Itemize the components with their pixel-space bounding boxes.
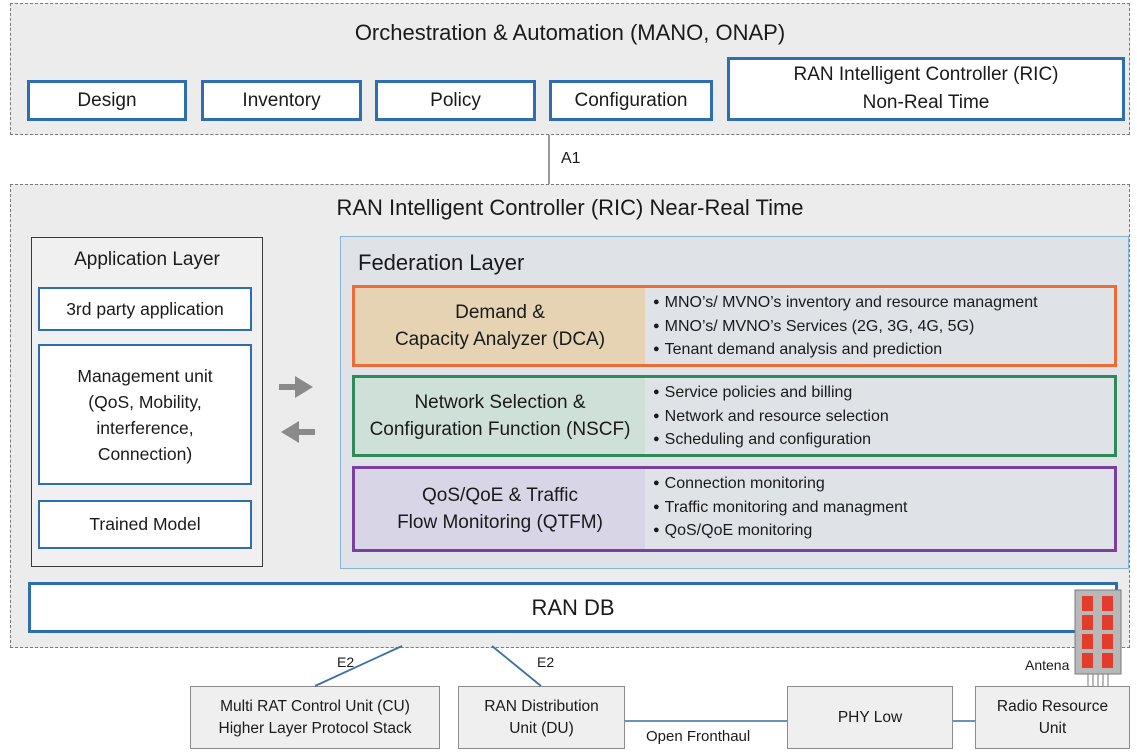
- near-rt-ric-title: RAN Intelligent Controller (RIC) Near-Re…: [336, 195, 804, 220]
- antenna-icon: [1074, 589, 1122, 686]
- a1-interface-label: A1: [561, 150, 581, 167]
- federation-layer-title: Federation Layer: [358, 250, 525, 275]
- e2-du-label: E2: [537, 654, 555, 670]
- ric-non-rt-line1: RAN Intelligent Controller (RIC): [793, 64, 1059, 85]
- trained-model-box: Trained Model: [38, 500, 252, 549]
- nscf-item: Service policies and billing: [653, 382, 1106, 406]
- nscf-name-line2: Configuration Function (NSCF): [369, 419, 631, 440]
- management-unit-line2: (QoS, Mobility,: [88, 391, 202, 412]
- qtfm-name-line1: QoS/QoE & Traffic: [422, 485, 578, 506]
- orchestration-title: Orchestration & Automation (MANO, ONAP): [354, 20, 786, 45]
- arrow-left-icon: [281, 421, 315, 443]
- cu-box: Multi RAT Control Unit (CU) Higher Layer…: [190, 686, 440, 749]
- cu-line2: Higher Layer Protocol Stack: [218, 719, 412, 737]
- design-box: Design: [27, 80, 187, 121]
- du-line2: Unit (DU): [509, 719, 574, 737]
- dca-name-line2: Capacity Analyzer (DCA): [394, 329, 606, 350]
- e2-cu-label: E2: [337, 654, 355, 670]
- open-fronthaul-label: Open Fronthaul: [646, 728, 751, 745]
- inventory-box: Inventory: [201, 80, 362, 121]
- ric-non-rt-box: RAN Intelligent Controller (RIC) Non-Rea…: [727, 57, 1125, 121]
- management-unit-line3: interference,: [96, 417, 194, 438]
- nscf-item: Scheduling and configuration: [653, 429, 1106, 453]
- dca-function: Demand & Capacity Analyzer (DCA) MNO’s/ …: [352, 285, 1117, 367]
- qtfm-item: Traffic monitoring and managment: [653, 497, 1106, 521]
- qtfm-item: QoS/QoE monitoring: [653, 520, 1106, 544]
- qtfm-name-line2: Flow Monitoring (QTFM): [397, 512, 603, 533]
- dca-item: MNO’s/ MVNO’s inventory and resource man…: [653, 292, 1106, 316]
- qtfm-function: QoS/QoE & Traffic Flow Monitoring (QTFM)…: [352, 466, 1117, 552]
- rru-line1: Radio Resource: [996, 697, 1109, 715]
- phy-low-box: PHY Low: [787, 686, 953, 749]
- third-party-app-box: 3rd party application: [38, 287, 252, 331]
- nscf-function: Network Selection & Configuration Functi…: [352, 375, 1117, 457]
- ran-db-box: RAN DB: [28, 582, 1118, 633]
- qtfm-items: Connection monitoring Traffic monitoring…: [645, 469, 1114, 549]
- application-layer-title: Application Layer: [74, 249, 220, 270]
- ric-non-rt-line2: Non-Real Time: [862, 92, 990, 113]
- du-line1: RAN Distribution: [484, 697, 599, 715]
- rru-box: Radio Resource Unit: [975, 686, 1130, 749]
- configuration-box: Configuration: [549, 80, 713, 121]
- management-unit-box: Management unit (QoS, Mobility, interfer…: [38, 344, 252, 485]
- nscf-name-line1: Network Selection &: [414, 392, 586, 413]
- nscf-items: Service policies and billing Network and…: [645, 378, 1114, 454]
- qtfm-item: Connection monitoring: [653, 473, 1106, 497]
- cu-line1: Multi RAT Control Unit (CU): [220, 697, 410, 715]
- management-unit-line1: Management unit: [77, 365, 213, 386]
- nscf-item: Network and resource selection: [653, 406, 1106, 430]
- management-unit-line4: Connection): [97, 443, 193, 464]
- rru-line2: Unit: [1038, 719, 1067, 737]
- e2-du-line: [491, 645, 542, 687]
- dca-name-line1: Demand &: [455, 302, 545, 323]
- antenna-label: Antena: [1025, 657, 1070, 673]
- du-box: RAN Distribution Unit (DU): [458, 686, 625, 749]
- e2-cu-line: [314, 645, 403, 687]
- nscf-name: Network Selection & Configuration Functi…: [355, 378, 645, 454]
- dca-name: Demand & Capacity Analyzer (DCA): [355, 288, 645, 364]
- dca-items: MNO’s/ MVNO’s inventory and resource man…: [645, 288, 1114, 364]
- dca-item: Tenant demand analysis and prediction: [653, 339, 1106, 363]
- policy-box: Policy: [375, 80, 536, 121]
- qtfm-name: QoS/QoE & Traffic Flow Monitoring (QTFM): [355, 469, 645, 549]
- dca-item: MNO’s/ MVNO’s Services (2G, 3G, 4G, 5G): [653, 316, 1106, 340]
- arrow-right-icon: [279, 376, 313, 398]
